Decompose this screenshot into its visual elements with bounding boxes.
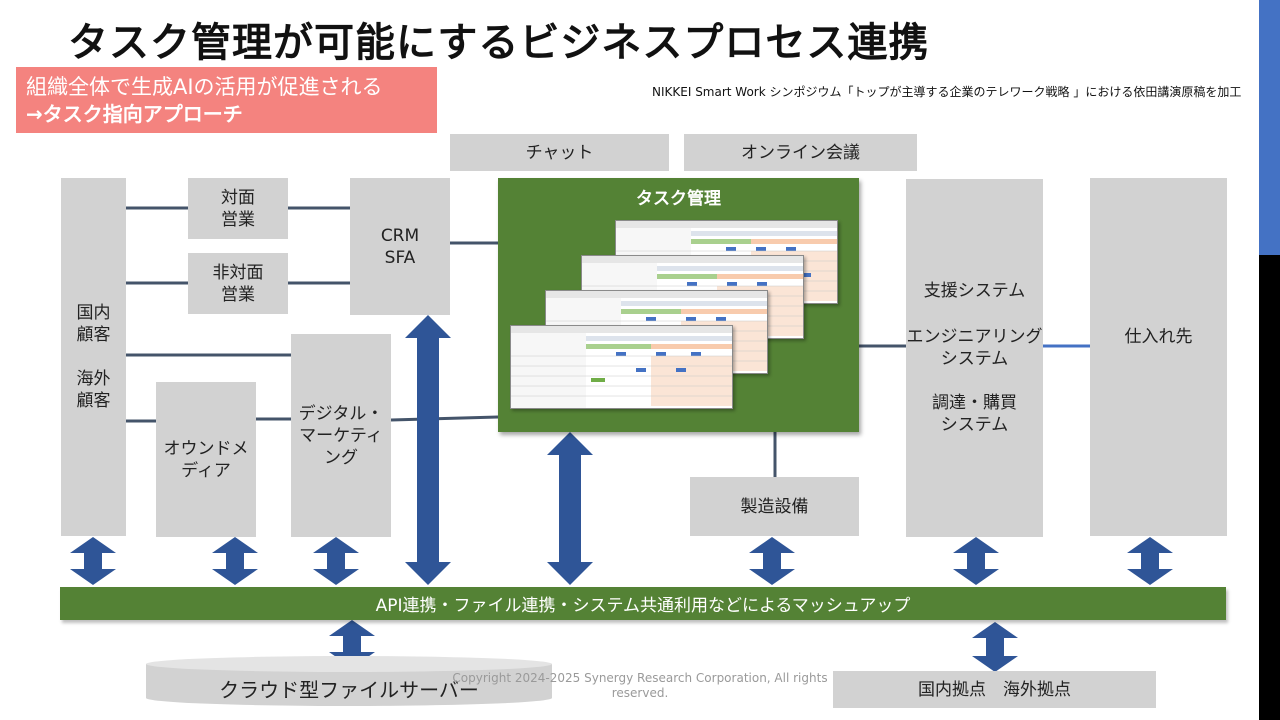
source-note: NIKKEI Smart Work シンポジウム「トップが主導する企業のテレワー… (652, 85, 1242, 99)
mashup-integration-bar: API連携・ファイル連携・システム共通利用などによるマッシュアップ (60, 587, 1226, 620)
support-system-label: 支援システム (923, 281, 1026, 301)
customers-box: 国内 顧客 海外 顧客 (61, 178, 126, 536)
domestic-overseas-bases-box: 国内拠点 海外拠点 (833, 671, 1156, 708)
double-arrow-customers (70, 537, 116, 585)
double-arrow-suppliers (1127, 537, 1173, 585)
face-to-face-sales-box: 対面 営業 (188, 178, 288, 239)
subtitle-callout: 組織全体で生成AIの活用が促進される →タスク指向アプローチ (16, 67, 437, 133)
task-screenshot-4 (510, 325, 733, 409)
double-arrow-support (953, 537, 999, 585)
task-management-panel: タスク管理 (498, 178, 859, 432)
side-accent-bar-blue (1259, 0, 1280, 255)
digital-marketing-box: デジタル・ マーケティ ング (291, 334, 391, 537)
double-arrow-cloud (329, 620, 375, 668)
domestic-customers-label: 国内 顧客 (76, 303, 111, 345)
double-arrow-digital (313, 537, 359, 585)
overseas-customers-label: 海外 顧客 (76, 369, 111, 411)
engineering-system-label: エンジニアリング システム (906, 327, 1043, 369)
double-arrow-manufacturing (749, 537, 795, 585)
crm-sfa-box: CRM SFA (350, 178, 450, 315)
side-accent-bar-black (1259, 255, 1280, 720)
owned-media-box: オウンドメ ディア (156, 382, 256, 537)
subtitle-line-1: 組織全体で生成AIの活用が促進される (26, 75, 383, 99)
procurement-system-label: 調達・購買 システム (932, 393, 1017, 435)
double-arrow-bases (972, 622, 1018, 672)
double-arrow-crm (405, 315, 451, 585)
subtitle-line-2: →タスク指向アプローチ (26, 102, 243, 126)
cloud-server-cylinder-icon (146, 656, 552, 706)
support-systems-box: 支援システム エンジニアリング システム 調達・購買 システム (906, 179, 1043, 537)
task-management-title: タスク管理 (636, 189, 721, 209)
double-arrow-task (547, 432, 593, 585)
chat-box: チャット (450, 134, 669, 171)
non-face-sales-box: 非対面 営業 (188, 253, 288, 314)
gantt-chart-icon (511, 326, 732, 408)
online-meeting-box: オンライン会議 (684, 134, 917, 171)
arrow-group (70, 315, 1173, 672)
manufacturing-box: 製造設備 (690, 477, 859, 536)
cloud-file-server-label: クラウド型ファイルサーバー (219, 678, 479, 702)
copyright-notice: Copyright 2024-2025 Synergy Research Cor… (452, 671, 828, 700)
connector-digital-task (390, 415, 499, 422)
page-title: タスク管理が可能にするビジネスプロセス連携 (68, 20, 930, 66)
double-arrow-owned-media (212, 537, 258, 585)
suppliers-box: 仕入れ先 (1090, 178, 1227, 536)
